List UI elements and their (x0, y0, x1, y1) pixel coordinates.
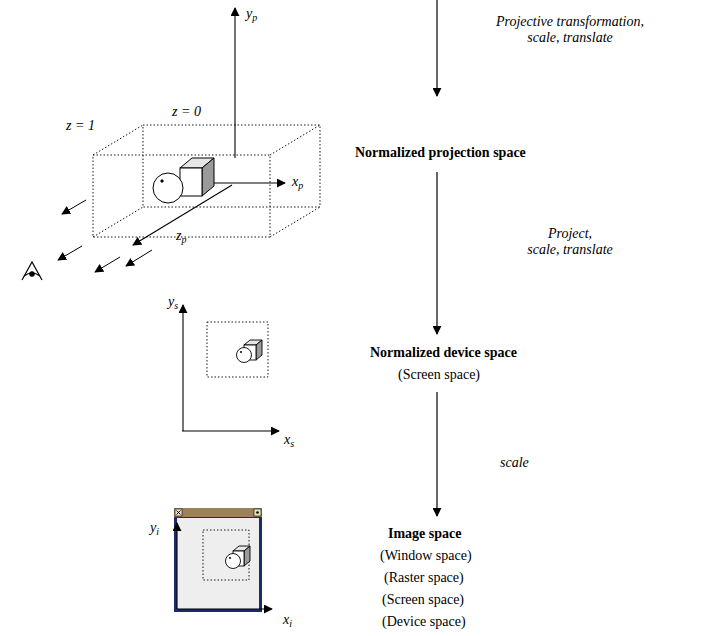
stage-heading: Image space (388, 526, 462, 542)
view-direction-arrows (58, 200, 152, 272)
stage-transform: scale (500, 455, 529, 471)
axis-label: zp (176, 228, 186, 244)
cube (180, 158, 214, 196)
sphere-highlight (160, 179, 164, 183)
axis-label: yp (246, 6, 257, 22)
stage-transform: Projective transformation, scale, transl… (482, 14, 658, 46)
stage-arrow (436, 392, 437, 516)
viewport (203, 530, 249, 580)
stage-alias: (Screen space) (382, 592, 464, 608)
projected-sphere-highlight (240, 351, 242, 353)
stage-alias: (Window space) (380, 548, 472, 564)
plane-label: z = 0 (172, 104, 201, 120)
screen-axes (182, 305, 279, 431)
stage-heading: Normalized projection space (355, 145, 526, 161)
stage-arrow (436, 0, 437, 96)
projection-axes (133, 8, 285, 245)
image-sphere (226, 554, 241, 569)
stage-heading: Normalized device space (370, 345, 517, 361)
stage-transform: Project, scale, translate (508, 226, 632, 258)
axis-label: yi (150, 520, 159, 536)
axis-label: xs (284, 432, 294, 448)
projected-sphere (237, 348, 252, 363)
window-frame (174, 508, 262, 612)
image-axes (177, 523, 272, 609)
stage-alias: (Raster space) (384, 570, 464, 586)
stage-alias: (Screen space) (398, 367, 480, 383)
sphere (153, 173, 183, 203)
screen-window (207, 322, 268, 377)
axis-label: ys (168, 294, 178, 310)
stage-arrow (436, 172, 437, 334)
axis-label: xp (292, 174, 303, 190)
image-sphere-highlight (229, 557, 231, 559)
pipeline-arrows (436, 0, 437, 516)
plane-label: z = 1 (66, 118, 95, 134)
axis-label: xi (283, 612, 292, 628)
stage-alias: (Device space) (382, 614, 466, 630)
view-volume (93, 125, 320, 237)
eye-symbol (22, 262, 42, 280)
